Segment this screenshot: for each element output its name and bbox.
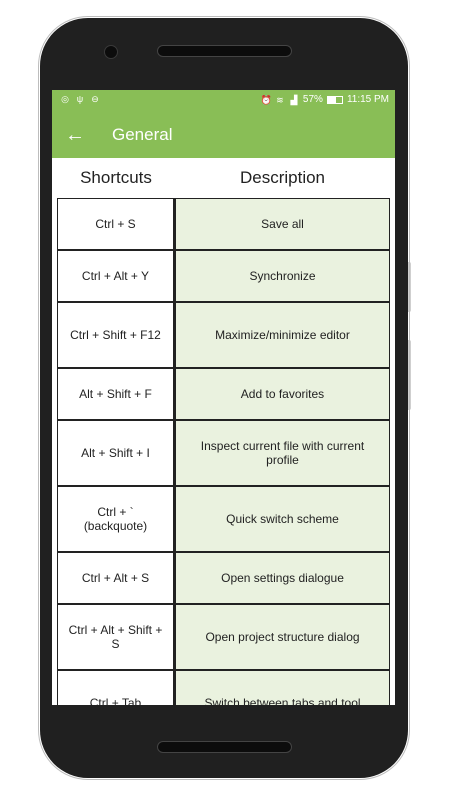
shortcut-table: Ctrl + S Save all Ctrl + Alt + Y Synchro… bbox=[57, 198, 390, 705]
shortcut-description: Synchronize bbox=[174, 250, 390, 302]
table-row: Ctrl + ` (backquote) Quick switch scheme bbox=[57, 486, 390, 552]
shortcut-description: Quick switch scheme bbox=[174, 486, 390, 552]
signal-icon: ▟ bbox=[290, 94, 298, 105]
app-bar: ← General bbox=[52, 112, 395, 158]
arrow-left-icon: ← bbox=[65, 124, 85, 146]
bottom-speaker bbox=[157, 741, 292, 753]
status-time: 11:15 PM bbox=[346, 94, 389, 105]
table-row: Alt + Shift + F Add to favorites bbox=[57, 368, 390, 420]
shortcut-key: Alt + Shift + I bbox=[57, 420, 174, 486]
table-row: Ctrl + Alt + S Open settings dialogue bbox=[57, 552, 390, 604]
header-shortcuts: Shortcuts bbox=[80, 168, 152, 187]
volume-button bbox=[406, 262, 411, 312]
shortcut-description: Switch between tabs and tool bbox=[174, 670, 390, 705]
usb-icon: ψ bbox=[76, 94, 84, 104]
battery-level-fill bbox=[327, 96, 336, 103]
table-row: Ctrl + Shift + F12 Maximize/minimize edi… bbox=[57, 302, 390, 368]
alarm-icon: ⏰ bbox=[260, 94, 273, 105]
shortcut-key: Ctrl + Alt + S bbox=[57, 552, 174, 604]
shortcut-key: Ctrl + Alt + Shift + S bbox=[57, 604, 174, 670]
table-row: Ctrl + S Save all bbox=[57, 198, 390, 250]
shortcut-key: Ctrl + S bbox=[57, 198, 174, 250]
shortcut-description: Open settings dialogue bbox=[174, 552, 390, 604]
status-bar: ◎ ψ ⊖ ⏰ ≋ ▟ 57% 11:15 PM bbox=[52, 90, 395, 112]
shortcut-key: Alt + Shift + F bbox=[57, 368, 174, 420]
shortcut-description: Add to favorites bbox=[174, 368, 390, 420]
table-row: Ctrl + Alt + Shift + S Open project stru… bbox=[57, 604, 390, 670]
power-button bbox=[406, 340, 411, 410]
table-row: Ctrl + Tab Switch between tabs and tool bbox=[57, 670, 390, 705]
shortcut-description: Open project structure dialog bbox=[174, 604, 390, 670]
shortcut-key: Ctrl + Alt + Y bbox=[57, 250, 174, 302]
table-row: Ctrl + Alt + Y Synchronize bbox=[57, 250, 390, 302]
table-header: Shortcuts Description bbox=[52, 158, 395, 198]
whatsapp-icon: ◎ bbox=[61, 94, 69, 104]
earpiece-speaker bbox=[157, 45, 292, 57]
shortcut-key: Ctrl + ` (backquote) bbox=[57, 486, 174, 552]
phone-frame-edge bbox=[38, 16, 410, 780]
front-camera bbox=[104, 45, 118, 59]
shortcut-description: Inspect current file with current profil… bbox=[174, 420, 390, 486]
status-left-icons: ◎ ψ ⊖ bbox=[60, 94, 100, 104]
page-title: General bbox=[112, 125, 173, 144]
table-row: Alt + Shift + I Inspect current file wit… bbox=[57, 420, 390, 486]
battery-percent: 57% bbox=[302, 94, 323, 105]
phone-screen: ◎ ψ ⊖ ⏰ ≋ ▟ 57% 11:15 PM ← General Short… bbox=[52, 90, 395, 705]
back-button[interactable]: ← bbox=[62, 122, 88, 148]
sync-icon: ⊖ bbox=[91, 94, 99, 104]
status-right-icons: ⏰ ≋ ▟ 57% 11:15 PM bbox=[261, 94, 389, 105]
battery-icon bbox=[326, 95, 343, 104]
shortcut-key: Ctrl + Tab bbox=[57, 670, 174, 705]
shortcut-description: Maximize/minimize editor bbox=[174, 302, 390, 368]
wifi-icon: ≋ bbox=[276, 94, 284, 105]
shortcut-description: Save all bbox=[174, 198, 390, 250]
header-description: Description bbox=[239, 168, 326, 187]
shortcut-key: Ctrl + Shift + F12 bbox=[57, 302, 174, 368]
